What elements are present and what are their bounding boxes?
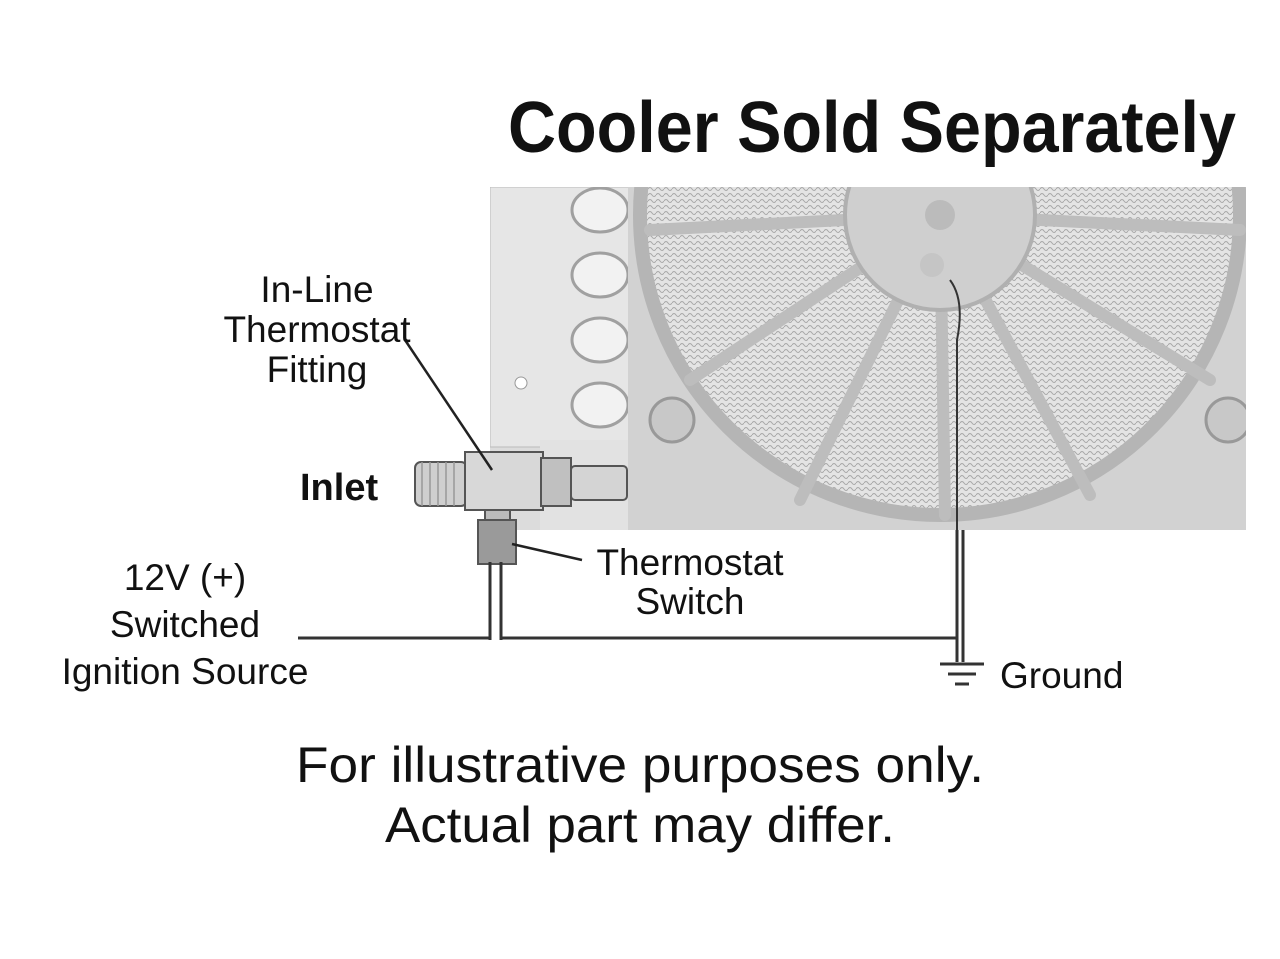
power-label-line2: Switched	[110, 604, 260, 645]
fan-motor	[843, 187, 1037, 312]
ground-label: Ground	[1000, 655, 1123, 696]
fitting-label-line3: Fitting	[267, 349, 368, 390]
power-label-line3: Ignition Source	[62, 651, 309, 692]
mount-bolt	[648, 396, 696, 444]
thermostat-switch	[477, 519, 517, 565]
mount-bolt	[1204, 396, 1246, 444]
inlet-label: Inlet	[300, 467, 378, 509]
disclaimer-line2: Actual part may differ.	[385, 797, 895, 853]
title: Cooler Sold Separately	[508, 88, 1236, 168]
wiring	[298, 279, 965, 662]
inline-thermostat-fitting	[414, 451, 628, 565]
switch-label-line1: Thermostat	[596, 542, 784, 583]
switch-leader-line	[511, 542, 583, 562]
disclaimer-line1: For illustrative purposes only.	[296, 737, 984, 793]
power-label-line1: 12V (+)	[124, 557, 246, 598]
fitting-label-line2: Thermostat	[223, 309, 411, 350]
ground-icon	[940, 662, 984, 686]
switch-label-line2: Switch	[636, 581, 745, 622]
cooler-fins	[570, 187, 630, 429]
fitting-leader-line	[403, 339, 494, 471]
cooler-illustration	[490, 187, 1246, 530]
fitting-label-line1: In-Line	[260, 269, 373, 310]
